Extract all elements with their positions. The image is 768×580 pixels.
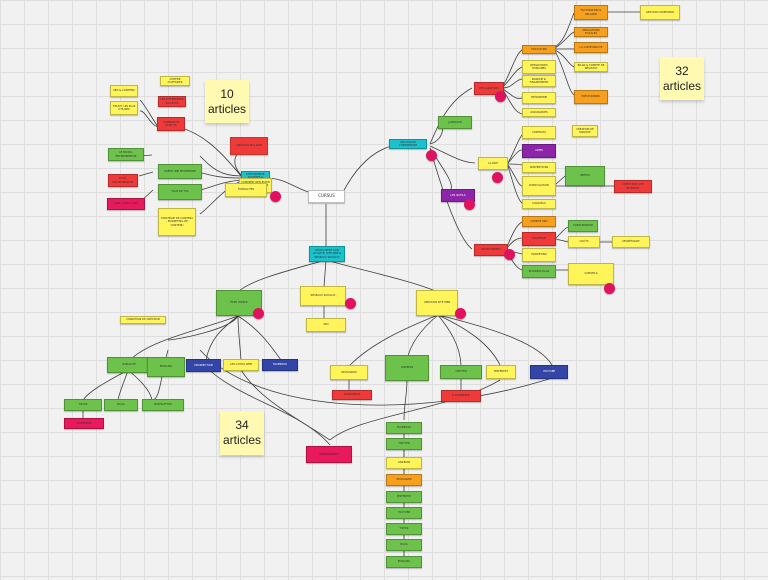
bottom-node[interactable]: INSTAGRAM bbox=[330, 365, 368, 380]
column-node[interactable]: BLOG bbox=[386, 539, 422, 551]
right-node[interactable]: FACTURATION & RELANCE bbox=[574, 5, 608, 20]
right-node[interactable]: OBLIGATIONS FISCALES bbox=[574, 27, 608, 37]
bottom-node[interactable]: CONTENUS bbox=[64, 418, 104, 429]
left-node[interactable]: COMPARATIF STATUTS bbox=[157, 117, 185, 131]
left-node[interactable]: LE MICRO-ENTREPRENEUR bbox=[108, 148, 144, 161]
bottom-node[interactable]: NEWSLETTER bbox=[142, 399, 184, 411]
column-node[interactable]: YOUTUBE bbox=[386, 507, 422, 519]
node-badge bbox=[345, 298, 356, 309]
right-node[interactable]: MARKETING bbox=[522, 248, 556, 262]
node-badge bbox=[253, 308, 264, 319]
right-node[interactable]: COÛTS bbox=[568, 236, 600, 248]
right-node[interactable]: COMPTE PRO bbox=[522, 216, 556, 227]
bottom-node[interactable]: FACEBOOK bbox=[262, 359, 298, 371]
left-node[interactable]: STATUT LES PLUS UTILISÉS bbox=[110, 101, 138, 115]
left-node[interactable]: LES DIFFÉRENTES SOCIÉTÉS bbox=[158, 96, 186, 107]
right-node[interactable]: CONSEILS bbox=[568, 263, 614, 285]
right-node[interactable]: AIDES bbox=[522, 144, 556, 158]
right-node[interactable]: LA PAIE bbox=[478, 157, 508, 170]
bottom-node[interactable]: PINTEREST bbox=[486, 365, 516, 379]
bottom-node[interactable]: LINKEDIN bbox=[385, 355, 429, 381]
column-node[interactable]: TIKTOK bbox=[386, 523, 422, 535]
bottom-node[interactable]: TWITTER bbox=[440, 365, 482, 379]
right-node[interactable]: LOGICIELS bbox=[522, 199, 556, 209]
bottom-node[interactable]: LES OUTILS WEB bbox=[223, 359, 259, 371]
left-node[interactable]: CHIFFRE D'AFFAIRES bbox=[160, 76, 190, 86]
column-node[interactable]: TWITTER bbox=[386, 438, 422, 450]
bottom-branch-header[interactable]: DÉVELOPPER SON ACTIVITÉ, SITE WEB & RÉSE… bbox=[309, 246, 345, 262]
column-node[interactable]: LINKEDIN bbox=[386, 457, 422, 469]
right-node[interactable]: RECRUTEMENT bbox=[474, 244, 508, 256]
node-badge bbox=[604, 283, 615, 294]
left-node[interactable]: TAUX DE TVA bbox=[158, 184, 202, 200]
right-branch-header[interactable]: GESTION DE L'ENTREPRISE bbox=[389, 139, 427, 149]
sticky-32-articles[interactable]: 32 articles bbox=[660, 57, 704, 100]
column-node[interactable]: INSTAGRAM bbox=[386, 474, 422, 486]
node-badge bbox=[464, 199, 475, 210]
bottom-node[interactable]: TIKTOK bbox=[64, 399, 102, 411]
bottom-node[interactable]: SEO bbox=[306, 318, 346, 332]
bottom-node[interactable]: HÉBERGEMENT bbox=[306, 446, 352, 463]
right-node[interactable]: CRÉER SON SITE INTERNET bbox=[614, 180, 652, 193]
bottom-node[interactable]: BLOG bbox=[104, 399, 138, 411]
bottom-node[interactable]: CRÉATION SITE WEB bbox=[416, 290, 458, 316]
left-node[interactable]: SARL / EURL / SAS bbox=[107, 198, 145, 210]
bottom-node[interactable]: EMAILING bbox=[147, 357, 185, 377]
right-node[interactable]: ASSURANCES bbox=[522, 108, 556, 117]
node-badge bbox=[270, 191, 281, 202]
right-node[interactable]: BILAN & COMPTE DE RÉSULTAT bbox=[574, 62, 608, 72]
right-node[interactable]: DOMICILIATION bbox=[522, 176, 556, 196]
right-node[interactable]: CONTRATS bbox=[522, 126, 556, 139]
right-node[interactable]: BANQUE & FINANCEMENT bbox=[522, 75, 556, 87]
right-node[interactable]: GESTION COMPTABLE bbox=[640, 5, 680, 20]
right-node[interactable]: IMPÔTS bbox=[565, 166, 605, 186]
bottom-node[interactable]: PUBLICITÉ bbox=[107, 357, 151, 373]
left-node[interactable]: AUTO-ENTREPRENEUR bbox=[108, 174, 138, 187]
bottom-node[interactable]: YOUTUBE bbox=[530, 365, 568, 379]
bottom-node[interactable]: PROSPECTION bbox=[186, 359, 221, 372]
right-node[interactable]: BUSINESS PLAN bbox=[522, 265, 556, 278]
right-node[interactable]: RESSOURCES HUMAINES bbox=[522, 60, 556, 74]
node-badge bbox=[495, 91, 506, 102]
column-node[interactable]: FACEBOOK bbox=[386, 422, 422, 434]
left-node[interactable]: CONDITION DE CRÉATION bbox=[120, 316, 166, 324]
right-node[interactable]: STRATÉGIE bbox=[522, 232, 556, 246]
node-badge bbox=[426, 150, 437, 161]
column-node[interactable]: PINTEREST bbox=[386, 491, 422, 503]
right-node[interactable]: PRÉVISIONNEL bbox=[574, 90, 608, 104]
right-node[interactable]: CRÉATION DE MARQUE bbox=[572, 125, 598, 137]
right-node[interactable]: SECRÉTARIAT bbox=[612, 236, 650, 248]
right-node[interactable]: STRUCTURE bbox=[522, 45, 556, 54]
node-badge bbox=[504, 249, 515, 260]
right-node[interactable]: LES OUTILS bbox=[441, 189, 475, 202]
right-node[interactable]: SUBVENTIONS bbox=[522, 162, 556, 173]
left-node[interactable]: SEO & CONTENU bbox=[110, 85, 138, 97]
left-node[interactable]: STRATÉGIE DE CONTENU - MARKETING DE CONT… bbox=[158, 208, 196, 236]
left-node[interactable]: FORMALITÉS bbox=[225, 183, 267, 197]
root-node[interactable]: CURSUS bbox=[308, 190, 345, 203]
right-node[interactable]: CONCURRENCE bbox=[568, 220, 598, 232]
bottom-node[interactable]: E-COMMERCE bbox=[441, 390, 481, 402]
column-node[interactable]: EMAILING bbox=[386, 556, 422, 568]
right-node[interactable]: JURIDIQUE bbox=[438, 116, 472, 129]
left-node[interactable]: CRÉER UNE ENTREPRISE bbox=[158, 164, 202, 179]
right-node[interactable]: LA COMPTABILITÉ bbox=[574, 42, 608, 53]
sticky-34-articles[interactable]: 34 articles bbox=[220, 411, 264, 455]
right-node[interactable]: TRÉSORERIE bbox=[522, 92, 556, 104]
sticky-10-articles[interactable]: 10 articles bbox=[205, 80, 249, 123]
node-badge bbox=[492, 172, 503, 183]
bottom-node[interactable]: RÉSEAUX SOCIAUX bbox=[300, 286, 346, 306]
bottom-node[interactable]: WORDPRESS bbox=[332, 390, 372, 400]
node-badge bbox=[455, 308, 466, 319]
left-node[interactable]: CRÉATION EN LIGNE bbox=[230, 137, 268, 155]
